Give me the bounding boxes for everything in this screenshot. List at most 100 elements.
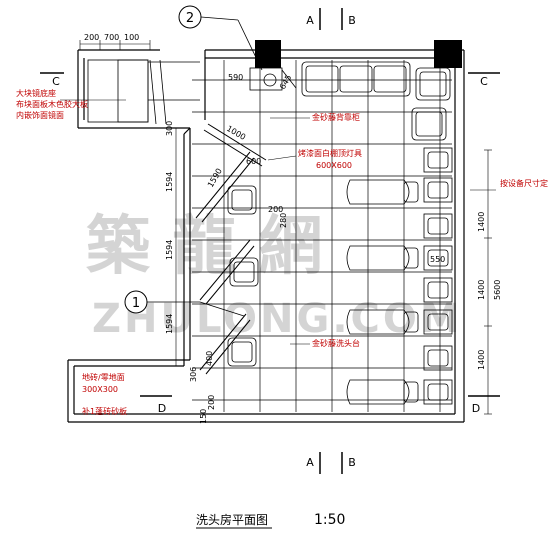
dim-1594-a: 1594 bbox=[165, 172, 174, 192]
dim-150: 150 bbox=[199, 409, 208, 424]
section-marker-bottom-a: A bbox=[306, 452, 321, 474]
dim-300: 300 bbox=[165, 121, 174, 136]
shampoo-bed bbox=[346, 309, 410, 335]
dim-550: 550 bbox=[430, 255, 445, 264]
dim-top-700: 700 bbox=[104, 33, 119, 42]
basin-bowl bbox=[427, 383, 449, 401]
armchair-1 bbox=[415, 67, 451, 101]
bed-headrest bbox=[403, 181, 419, 203]
styling-chair bbox=[229, 257, 259, 287]
section-a-top-label: A bbox=[306, 14, 314, 27]
basin-bowl bbox=[427, 313, 449, 331]
dim-590: 590 bbox=[228, 73, 243, 82]
section-marker-right-d: D bbox=[468, 395, 500, 415]
section-d-left-label: D bbox=[158, 402, 166, 415]
wall-basins bbox=[423, 147, 453, 405]
shampoo-bed bbox=[346, 179, 410, 205]
dim-top-100: 100 bbox=[124, 33, 139, 42]
section-marker-left-d: D bbox=[140, 395, 172, 415]
dim-1400-c: 1400 bbox=[477, 350, 486, 370]
drawing-title: 洗头房平面图 bbox=[196, 512, 268, 527]
note-left-2: 布块面板木色胶大板 bbox=[16, 99, 88, 109]
dim-1400-a: 1400 bbox=[477, 212, 486, 232]
walls bbox=[67, 49, 465, 423]
dim-1400-b: 1400 bbox=[477, 280, 486, 300]
dim-600: 600 bbox=[246, 157, 261, 166]
section-marker-right-c: C bbox=[468, 72, 500, 88]
callout-1: 1 bbox=[124, 290, 245, 317]
shampoo-bed bbox=[346, 379, 410, 405]
section-c-right-label: C bbox=[480, 75, 488, 88]
sink-unit bbox=[249, 67, 297, 91]
column-right bbox=[434, 40, 462, 68]
section-d-right-label: D bbox=[472, 402, 480, 415]
section-c-left-label: C bbox=[52, 75, 60, 88]
note-ceiling-light: 烤漆面白棚顶灯具 bbox=[298, 148, 362, 158]
note-floor-tile: 地砖/零地面 bbox=[82, 372, 125, 382]
wall-basin bbox=[423, 147, 453, 173]
chair-seat bbox=[231, 189, 253, 211]
styling-chair bbox=[227, 337, 257, 367]
dim-306: 306 bbox=[189, 367, 198, 382]
wall-basin bbox=[423, 277, 453, 303]
floor-tile-grid bbox=[192, 60, 452, 412]
dim-1594-b: 1594 bbox=[165, 240, 174, 260]
wall-basin bbox=[423, 309, 453, 335]
styling-chairs bbox=[227, 185, 259, 367]
note-mirror-wall: 金砂藤洗头台 bbox=[312, 338, 360, 348]
shampoo-beds bbox=[346, 179, 419, 405]
basin-bowl bbox=[427, 181, 449, 199]
callout-2: 2 bbox=[178, 5, 263, 71]
sofa bbox=[301, 61, 411, 97]
chair-seat bbox=[233, 261, 255, 283]
dim-400: 400 bbox=[205, 351, 214, 366]
dim-200: 200 bbox=[268, 205, 283, 214]
callout-1-label: 1 bbox=[132, 296, 140, 311]
dim-5600: 5600 bbox=[493, 280, 502, 300]
wall-basin bbox=[423, 177, 453, 203]
note-light-size: 600X600 bbox=[316, 161, 352, 170]
storage-cabinet bbox=[87, 59, 200, 125]
dim-200-b: 200 bbox=[207, 395, 216, 410]
dim-top-200: 200 bbox=[84, 33, 99, 42]
watermark-en: ZHULONG.COM bbox=[92, 296, 463, 342]
section-marker-top-b: B bbox=[341, 8, 356, 30]
dimension-lines bbox=[79, 40, 496, 415]
dim-1000: 1000 bbox=[225, 124, 247, 142]
wall-basin bbox=[423, 345, 453, 371]
section-marker-top-a: A bbox=[306, 8, 321, 30]
leader-ceiling-light bbox=[267, 155, 297, 161]
bed-headrest bbox=[403, 381, 419, 403]
basin-bowl bbox=[427, 349, 449, 367]
wall-basin bbox=[423, 245, 453, 271]
note-left-3: 内嵌饰面镜面 bbox=[16, 110, 64, 120]
armchair-2 bbox=[411, 107, 447, 141]
basin-bowl bbox=[427, 249, 449, 267]
column-left bbox=[255, 40, 281, 68]
dim-1594-c: 1594 bbox=[165, 314, 174, 334]
basin-bowl bbox=[427, 151, 449, 169]
note-cabinet: 补1蓬砖砂板 bbox=[82, 406, 127, 416]
styling-chair bbox=[227, 185, 257, 215]
basin-bowl bbox=[427, 281, 449, 299]
section-marker-left-c: C bbox=[40, 72, 64, 88]
wall-basin bbox=[423, 213, 453, 239]
note-right: 按设备尺寸定 bbox=[500, 178, 548, 188]
shampoo-bed bbox=[346, 245, 410, 271]
section-b-bottom-label: B bbox=[348, 456, 356, 469]
section-b-top-label: B bbox=[348, 14, 356, 27]
note-left-1: 大块镜底座 bbox=[16, 88, 56, 98]
section-a-bottom-label: A bbox=[306, 456, 314, 469]
basin-bowl bbox=[427, 217, 449, 235]
note-wall-cabinet: 金砂藤背靠柜 bbox=[312, 112, 360, 122]
dim-1590: 1590 bbox=[206, 167, 224, 189]
wall-basin bbox=[423, 379, 453, 405]
chair-seat bbox=[231, 341, 253, 363]
drawing-scale: 1:50 bbox=[314, 512, 345, 528]
bed-headrest bbox=[403, 247, 419, 269]
bed-headrest bbox=[403, 311, 419, 333]
note-tile-size: 300X300 bbox=[82, 385, 118, 394]
dim-280: 280 bbox=[279, 213, 288, 228]
callout-2-label: 2 bbox=[186, 11, 194, 26]
